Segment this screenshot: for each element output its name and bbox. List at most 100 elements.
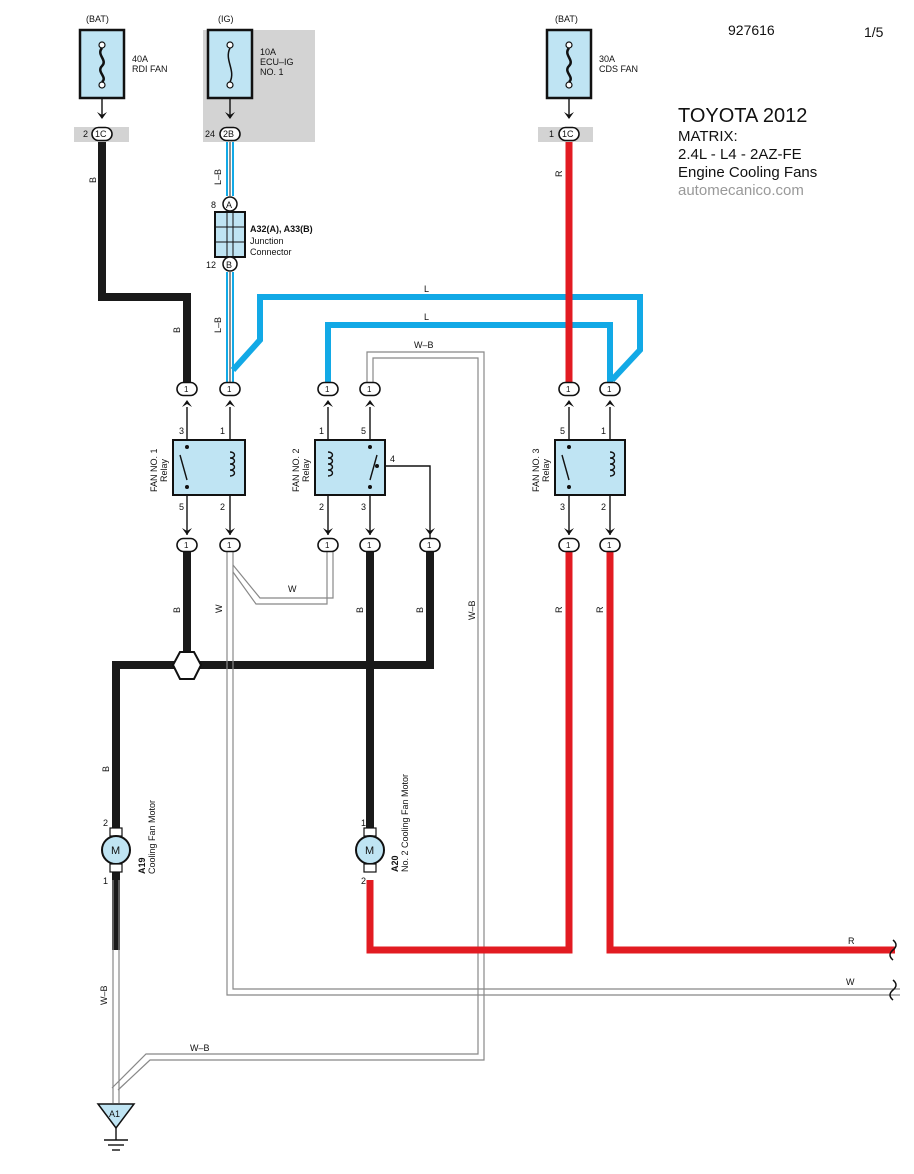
label-w-2: W — [288, 584, 297, 594]
break-mark-w — [889, 979, 897, 1001]
system-label: Engine Cooling Fans — [678, 164, 818, 181]
cds-conn: 1C — [562, 129, 574, 139]
conn-label-r2-bl: 1 — [325, 541, 330, 550]
junction-pin-b: 12 — [206, 260, 216, 270]
fuse-rdi — [78, 28, 126, 119]
conn-label-r2-tl: 1 — [325, 385, 330, 394]
junction-desc1: Junction — [250, 236, 284, 246]
relay-bottom-arrows — [182, 528, 615, 535]
label-r-1: R — [554, 170, 564, 177]
motor-a20 — [355, 827, 385, 873]
label-b-5: B — [415, 607, 425, 613]
ground-a1 — [96, 1103, 136, 1151]
junction-desc2: Connector — [250, 247, 292, 257]
motor-a19-symbol: M — [111, 845, 120, 857]
r3-name: FAN NO. 3 — [531, 448, 541, 492]
label-wb-2: W–B — [467, 600, 477, 620]
ground-code: A1 — [109, 1109, 120, 1119]
junction-name: A32(A), A33(B) — [250, 224, 313, 234]
label-r-3: R — [595, 606, 605, 613]
junction-pin-a: 8 — [211, 200, 216, 210]
motor-a19-pin-top: 2 — [103, 818, 108, 828]
cds-source: (BAT) — [555, 14, 578, 24]
wire-wb-motor-a19-ground — [112, 880, 120, 1103]
wire-r-relay3-motor — [366, 552, 573, 954]
ecu-pin: 24 — [205, 129, 215, 139]
r1-name: FAN NO. 1 — [149, 448, 159, 492]
junction-conn-a: A — [226, 200, 232, 210]
label-l-1: L — [424, 284, 429, 294]
motor-a20-name: No. 2 Cooling Fan Motor — [400, 774, 410, 872]
relay-fan-no2 — [314, 439, 386, 496]
r3-type: Relay — [541, 458, 551, 482]
cds-rating: 30A — [599, 54, 615, 64]
label-l-2: L — [424, 312, 429, 322]
fuse-cds — [545, 28, 593, 119]
relay-fan-no3 — [554, 439, 626, 496]
cds-pin: 1 — [549, 129, 554, 139]
conn-label-r3-bl: 1 — [566, 541, 571, 550]
label-w-3: W — [846, 977, 855, 987]
wire-w-relay1 — [226, 552, 900, 996]
wire-lb-junction-relay1 — [226, 272, 234, 382]
rdi-conn: 1C — [95, 129, 107, 139]
conn-label-r2-br: 1 — [367, 541, 372, 550]
motor-a19-code: A19 — [137, 857, 147, 874]
wire-w-relay1-relay2 — [232, 552, 334, 605]
splice-hexagon — [171, 651, 203, 680]
r1-pin-tr: 1 — [220, 426, 225, 436]
relay-top-arrows — [182, 400, 615, 407]
r1-type: Relay — [159, 458, 169, 482]
conn-label-r2-side: 1 — [427, 541, 432, 550]
ecu-name1: ECU–IG — [260, 57, 294, 67]
motor-a19-name: Cooling Fan Motor — [147, 800, 157, 874]
vehicle-title: TOYOTA 2012 — [678, 105, 808, 127]
label-lb-1: L–B — [213, 169, 223, 185]
label-b-2: B — [172, 327, 182, 333]
conn-label-r1-bl: 1 — [184, 541, 189, 550]
site-label: automecanico.com — [678, 182, 804, 199]
rdi-name: RDI FAN — [132, 64, 168, 74]
r1-pin-bl: 5 — [179, 502, 184, 512]
motor-a20-symbol: M — [365, 845, 374, 857]
relay-bottom-connectors — [176, 537, 621, 553]
wire-l-outer — [230, 294, 643, 383]
wire-b-bus — [112, 552, 434, 950]
conn-label-r1-tr: 1 — [227, 385, 232, 394]
r3-pin-bl: 3 — [560, 502, 565, 512]
wire-wb-relay2-ground — [111, 351, 485, 1091]
junction-connector — [214, 196, 246, 272]
ecu-rating: 10A — [260, 47, 276, 57]
cds-name: CDS FAN — [599, 64, 638, 74]
wire-b-rdi — [98, 142, 191, 382]
relay2-pin4-lead — [375, 465, 431, 540]
title-block: TOYOTA 2012 MATRIX: 2.4L - L4 - 2AZ-FE E… — [678, 104, 817, 200]
r3-pin-tr: 1 — [601, 426, 606, 436]
page-number: 1/5 — [864, 24, 884, 40]
engine-label: 2.4L - L4 - 2AZ-FE — [678, 146, 802, 163]
r2-pin-side: 4 — [390, 454, 395, 464]
r3-pin-tl: 5 — [560, 426, 565, 436]
r3-pin-br: 2 — [601, 502, 606, 512]
model-label: MATRIX: — [678, 128, 738, 145]
wire-lb-ecu-junction — [226, 142, 234, 196]
motor-a20-pin-bottom: 2 — [361, 876, 366, 886]
conn-label-r2-tr: 1 — [367, 385, 372, 394]
r2-pin-bl: 2 — [319, 502, 324, 512]
label-r-4: R — [848, 936, 855, 946]
fuse-ecu-ig — [206, 28, 254, 119]
r2-pin-tr: 5 — [361, 426, 366, 436]
motor-a19 — [101, 827, 131, 873]
r2-pin-br: 3 — [361, 502, 366, 512]
label-b-3: B — [172, 607, 182, 613]
break-mark-r — [889, 939, 897, 961]
document-id: 927616 — [728, 22, 775, 38]
label-wb-4: W–B — [190, 1043, 210, 1053]
label-b-4: B — [355, 607, 365, 613]
relay-leads — [186, 407, 611, 535]
relay-top-connectors — [176, 381, 621, 397]
junction-conn-b: B — [226, 260, 232, 270]
label-b-6: B — [101, 766, 111, 772]
motor-a20-pin-top: 1 — [361, 818, 366, 828]
